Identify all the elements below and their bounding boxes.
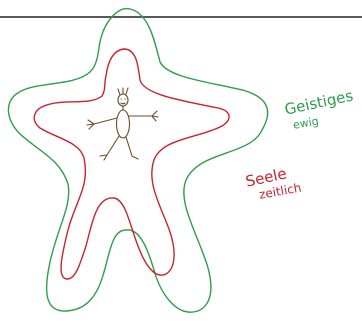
figure-left-arm [87, 118, 117, 129]
figure-body [117, 110, 130, 138]
outer-outline-spirit [8, 9, 267, 313]
figure-right-arm [129, 111, 158, 121]
figure-right-leg [126, 137, 138, 159]
figure-face [121, 99, 125, 104]
figure-left-leg [100, 136, 119, 160]
